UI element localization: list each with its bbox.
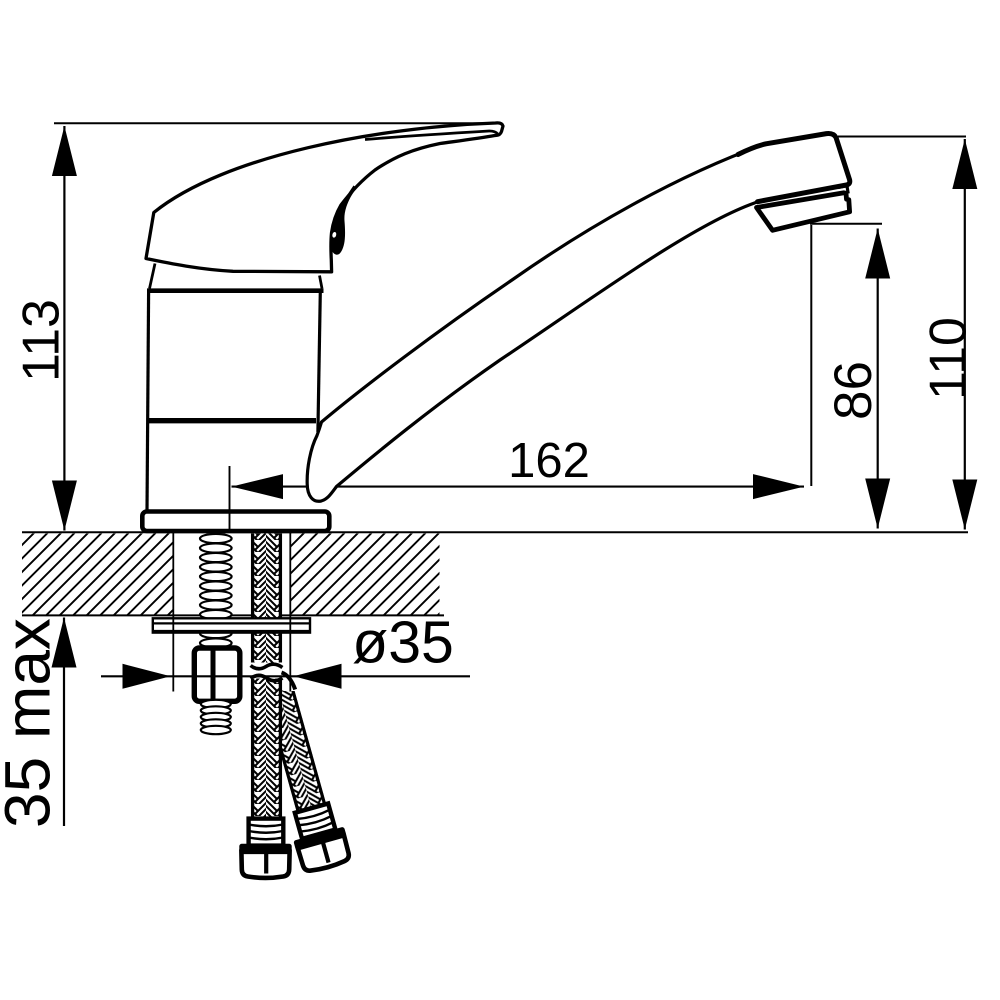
svg-text:113: 113 xyxy=(13,299,71,382)
svg-text:162: 162 xyxy=(508,434,590,488)
svg-text:ø35: ø35 xyxy=(352,610,454,676)
svg-text:86: 86 xyxy=(824,361,883,420)
svg-text:35 max: 35 max xyxy=(0,618,64,828)
svg-text:110: 110 xyxy=(920,317,978,400)
